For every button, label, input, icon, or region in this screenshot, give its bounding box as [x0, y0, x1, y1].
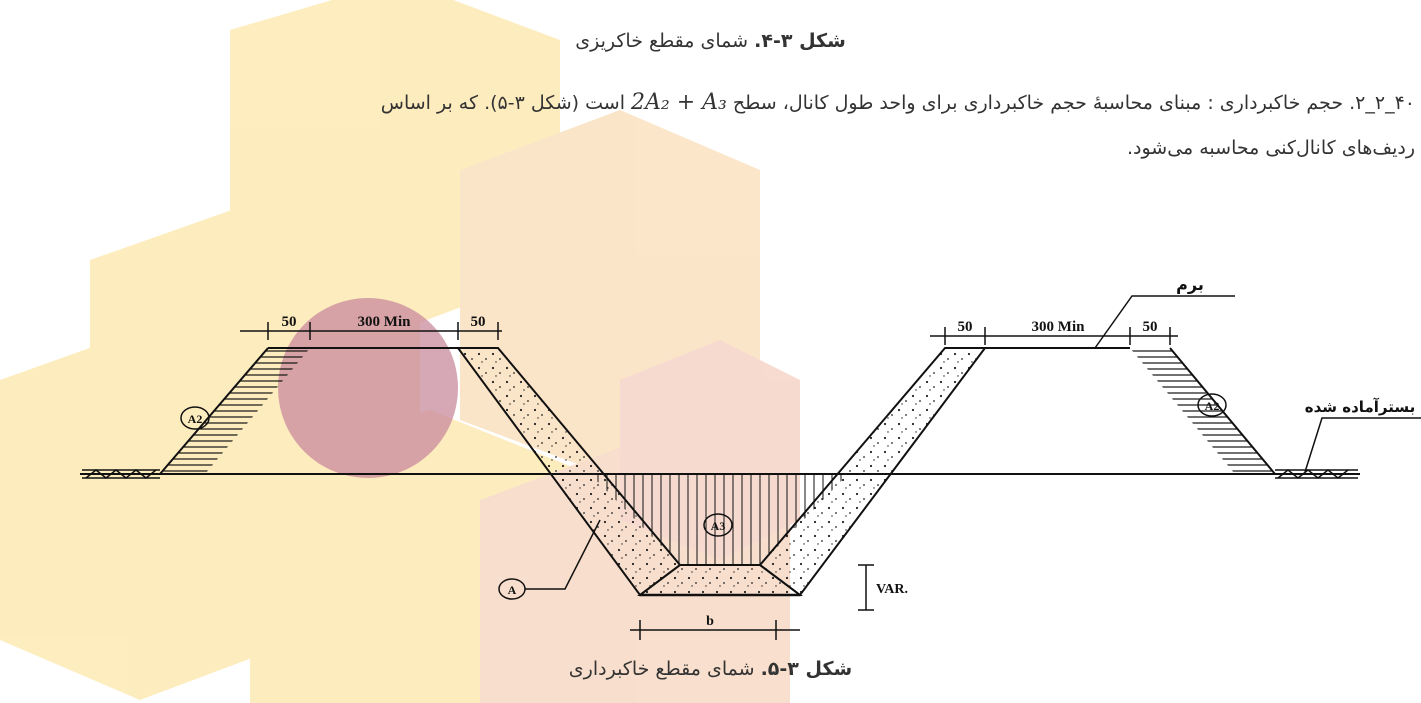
right-dim-berm-text: 50: [958, 319, 973, 335]
A3-excavation-area: [590, 474, 848, 565]
ground-symbol-left: [82, 469, 160, 479]
A2-left-label: A2: [188, 412, 203, 426]
bed-label: بسترآماده شده: [1305, 398, 1415, 416]
caption-prefix: شکل ۳-۴.: [754, 30, 846, 52]
left-embankment-outer-slope: [159, 347, 269, 475]
ground-symbol-right: [1275, 469, 1358, 479]
caption-text: شمای مقطع خاکبرداری: [568, 658, 761, 680]
paragraph-text-c: ردیف‌های کانال‌کنی محاسبه می‌شود.: [1126, 137, 1415, 159]
A2-right-label: A2: [1205, 399, 1220, 413]
caption-text: شمای مقطع خاکریزی: [575, 30, 755, 52]
cut-section-diagram: 50 300 Min 50 50 300 Min 50 برم بسترآماد…: [80, 275, 1421, 640]
left-embankment-A2-hatch: [160, 348, 310, 474]
right-dim-top-text: 300 Min: [1032, 319, 1086, 335]
watermark-sphere: [278, 298, 458, 478]
var-dimension: [858, 564, 874, 611]
A-leader: [525, 519, 601, 590]
right-dimension-line: [930, 327, 1178, 345]
bed-leader: [1304, 417, 1421, 473]
left-dim-top-text: 300 Min: [358, 314, 412, 330]
paragraph-line-1: ۴۰_۲_۲. حجم خاکبرداری : مبنای محاسبهٔ حج…: [381, 90, 1415, 115]
A-label: A: [508, 583, 517, 597]
paragraph-line-2: ردیف‌های کانال‌کنی محاسبه می‌شود.: [1127, 137, 1415, 159]
left-dim-berm-text: 50: [282, 314, 297, 330]
caption-prefix: شکل ۳-۵.: [760, 658, 853, 680]
area-formula: 2A₂ + A₃: [631, 90, 727, 115]
var-label: VAR.: [876, 582, 908, 597]
A2-left-circle: [180, 406, 210, 430]
right-embankment-outer-slope: [1169, 347, 1276, 475]
right-dim-berm2-text: 50: [1143, 319, 1158, 335]
berm-label: برم: [1176, 275, 1204, 294]
canal-lining-left: [456, 347, 682, 597]
bottom-width-dimension: [630, 620, 800, 640]
A2-right-circle: [1197, 393, 1227, 417]
right-embankment-A2-hatch: [1130, 348, 1275, 474]
bottom-width-label: b: [706, 614, 714, 629]
paragraph-text-b: است (شکل ۳-۵). که بر اساس: [380, 92, 632, 114]
figure-caption-fill-section: شکل ۳-۴. شمای مقطع خاکریزی: [0, 30, 1421, 52]
A3-label: A3: [711, 519, 726, 533]
left-dimension-line: [240, 322, 502, 340]
berm-leader: [1094, 295, 1235, 349]
A3-circle: [703, 513, 733, 537]
canal-lining-right: [758, 347, 987, 597]
left-dim-berm2-text: 50: [471, 314, 486, 330]
figure-caption-cut-section: شکل ۳-۵. شمای مقطع خاکبرداری: [0, 658, 1421, 680]
paragraph-text-a: ۴۰_۲_۲. حجم خاکبرداری : مبنای محاسبهٔ حج…: [726, 92, 1415, 114]
